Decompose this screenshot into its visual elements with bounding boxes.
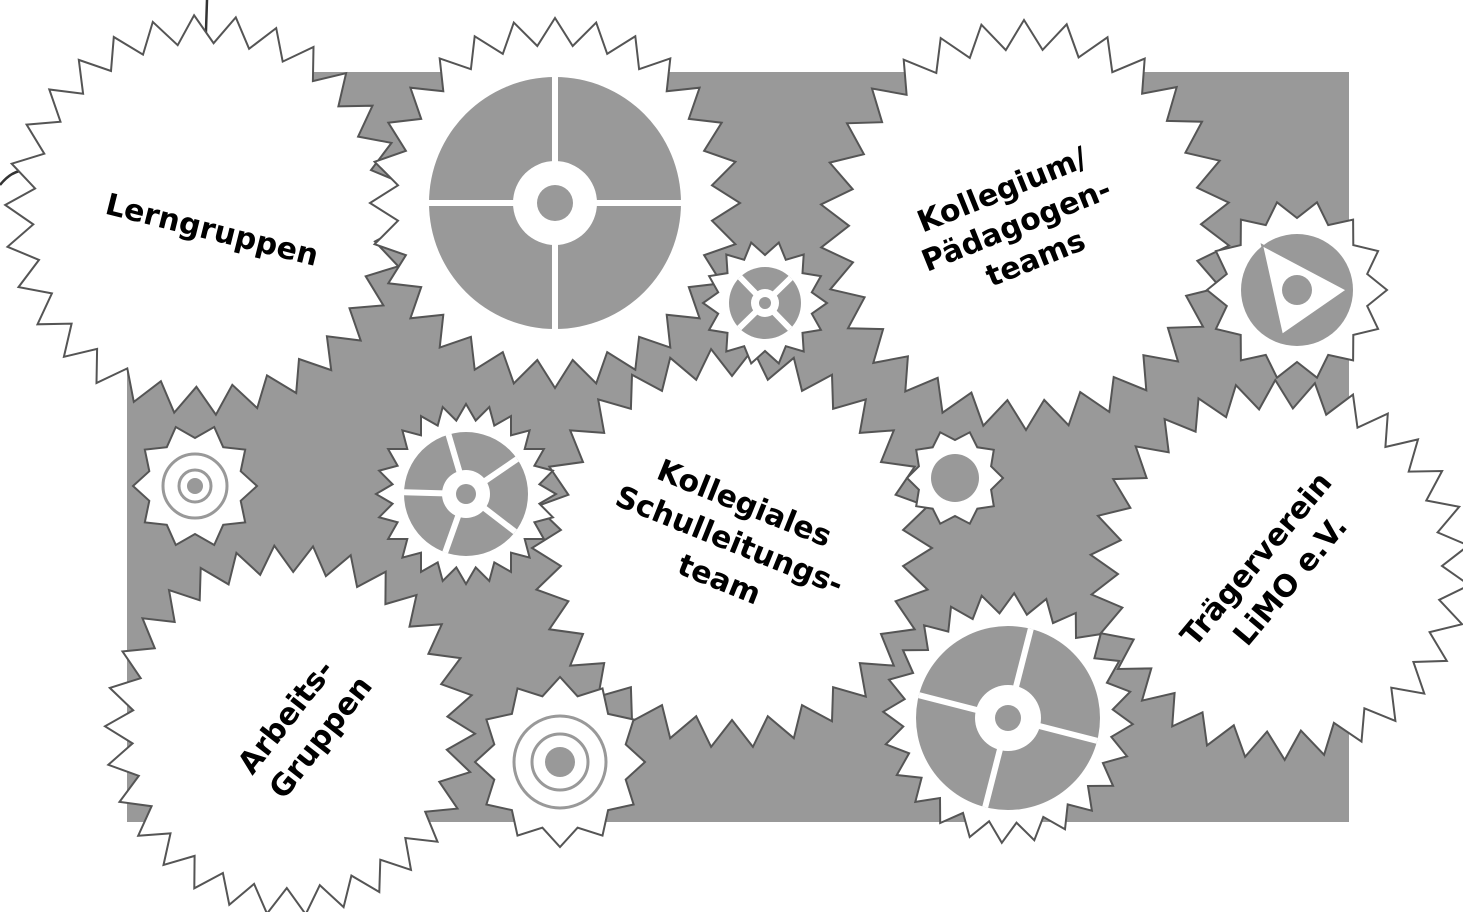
spoke-gear-small xyxy=(701,240,829,366)
label-gear-kollegium xyxy=(819,18,1231,432)
ring-gear-bottom xyxy=(473,675,647,849)
triangle-gear-right xyxy=(1205,200,1389,380)
label-gear-arbeitsgruppen xyxy=(103,543,477,912)
spoke-gear-bottom-right xyxy=(881,591,1135,845)
spoke-gear-top xyxy=(368,16,742,390)
ring-gear-mid-right xyxy=(905,430,1005,526)
label-gear-schulleitung xyxy=(530,347,934,749)
label-gear-traegerverein xyxy=(1088,378,1463,762)
ring-gear-left xyxy=(131,425,259,547)
gears-layer xyxy=(3,13,1463,912)
spoke-gear-mid-left xyxy=(374,402,558,586)
label-gear-lerngruppen xyxy=(3,13,407,417)
